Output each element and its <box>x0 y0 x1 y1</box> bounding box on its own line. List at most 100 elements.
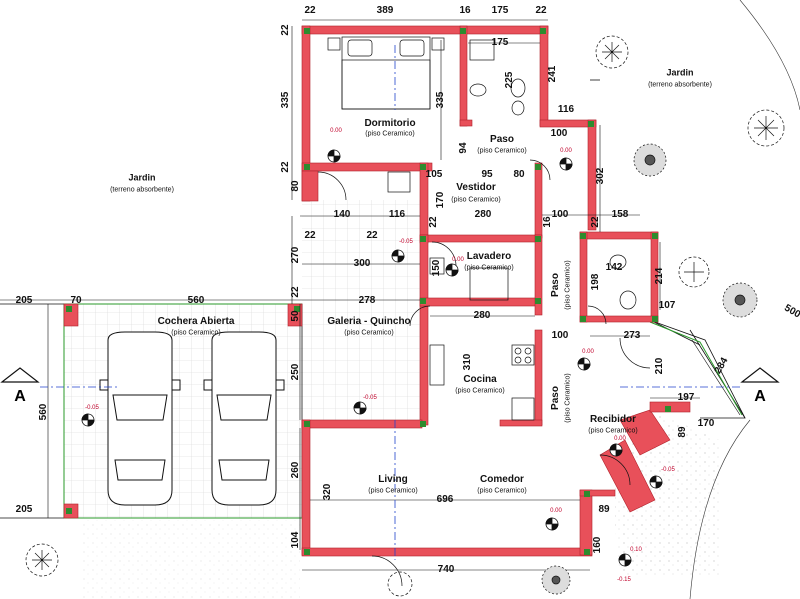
dim-label: 22 <box>290 286 301 298</box>
level-galeria: -0.05 <box>399 239 413 245</box>
level-lavadero: 0.00 <box>452 257 464 263</box>
car-right <box>203 331 285 506</box>
dim-label: 335 <box>280 91 291 109</box>
room-floor-cocina: (piso Ceramico) <box>455 387 505 395</box>
dim-label: 210 <box>654 357 665 375</box>
room-floor-galeria: (piso Ceramico) <box>344 329 394 337</box>
dim-label: 80 <box>513 169 525 180</box>
room-name-paso-low: Paso <box>550 386 561 410</box>
dim-label: 310 <box>462 353 473 371</box>
dim-label: 116 <box>557 104 575 115</box>
dim-label: 740 <box>437 564 455 575</box>
dim-label: 270 <box>290 246 301 264</box>
dim-label: 560 <box>38 403 49 421</box>
dim-label: 280 <box>474 209 492 220</box>
garden-left-sub: (terreno absorbente) <box>110 186 174 194</box>
dim-label: 22 <box>535 5 547 16</box>
dim-label: 273 <box>623 330 641 341</box>
room-name-recibidor: Recibidor <box>589 414 637 425</box>
dim-label: 250 <box>290 363 301 381</box>
level-galeria2: -0.05 <box>363 395 377 401</box>
dim-label: 142 <box>605 262 623 273</box>
dim-label: 280 <box>473 310 491 321</box>
room-name-paso-top: Paso <box>490 134 514 145</box>
dim-label: 170 <box>435 191 446 209</box>
dim-label: 170 <box>697 418 715 429</box>
dim-label: 560 <box>187 295 205 306</box>
dim-label: 89 <box>677 426 688 438</box>
dim-label: 160 <box>592 536 603 554</box>
room-name-cochera: Cochera Abierta <box>157 316 235 327</box>
level-cochera: -0.05 <box>85 405 99 411</box>
galeria-floor <box>302 200 420 422</box>
dim-label: 94 <box>458 142 469 154</box>
dim-label: 175 <box>491 5 509 16</box>
dim-label: 320 <box>322 483 333 501</box>
level-recibidor: 0.00 <box>614 436 626 442</box>
dim-label: 205 <box>15 295 33 306</box>
dim-label: 50 <box>290 310 301 322</box>
dim-label: 389 <box>376 5 394 16</box>
dim-label: 22 <box>428 216 439 228</box>
room-name-galeria: Galeria - Quincho <box>327 316 411 327</box>
level-dorm: 0.00 <box>330 128 342 134</box>
driveway-paving <box>80 520 300 599</box>
dim-label: 175 <box>491 37 509 48</box>
level-living: 0.00 <box>550 508 562 514</box>
dim-label: 22 <box>304 230 316 241</box>
room-floor-dormitorio: (piso Ceramico) <box>365 130 415 138</box>
dim-label: 70 <box>70 295 82 306</box>
room-floor-paso-top: (piso Ceramico) <box>477 147 527 155</box>
dim-label: 140 <box>333 209 351 220</box>
dim-label: 116 <box>388 209 406 220</box>
dim-label: 100 <box>551 330 569 341</box>
dim-label: 80 <box>290 180 301 192</box>
dim-label: 150 <box>431 259 442 277</box>
dim-label: 335 <box>435 91 446 109</box>
room-name-cocina: Cocina <box>463 374 497 385</box>
room-floor-vestidor: (piso Ceramico) <box>451 196 501 204</box>
section-mark-right: A <box>754 388 766 405</box>
level-step1: 0.10 <box>630 547 642 553</box>
room-name-vestidor: Vestidor <box>456 182 496 193</box>
dim-label: 696 <box>436 494 454 505</box>
dim-label: 22 <box>280 24 291 36</box>
dim-label: 22 <box>304 5 316 16</box>
dim-label: 89 <box>598 504 610 515</box>
dim-label: 197 <box>677 392 695 403</box>
level-exterior: -0.05 <box>661 467 675 473</box>
garden-right-name: Jardin <box>666 67 694 78</box>
dim-label: 260 <box>290 461 301 479</box>
room-floor-paso-mid: (piso Ceramico) <box>564 260 572 310</box>
dim-label: 278 <box>358 295 376 306</box>
room-floor-cochera: (piso Ceramico) <box>171 329 221 337</box>
garden-left-name: Jardin <box>128 172 156 183</box>
room-floor-recibidor: (piso Ceramico) <box>588 427 638 435</box>
dim-label: 100 <box>550 128 568 139</box>
car-left <box>99 331 181 506</box>
room-name-lavadero: Lavadero <box>466 251 512 262</box>
dim-label: 198 <box>590 273 601 291</box>
room-floor-paso-low: (piso Ceramico) <box>564 373 572 423</box>
dim-label: 214 <box>654 267 665 285</box>
dim-label: 302 <box>595 167 606 185</box>
dim-label: 104 <box>290 531 301 549</box>
dim-label: 22 <box>590 216 601 228</box>
dim-label: 241 <box>547 65 558 83</box>
dim-label: 22 <box>280 161 291 173</box>
dim-label: 300 <box>353 258 371 269</box>
level-pasillo: 0.00 <box>582 349 594 355</box>
level-step2: -0.15 <box>617 577 631 583</box>
garden-right-sub: (terreno absorbente) <box>648 81 712 89</box>
room-name-living: Living <box>378 474 408 485</box>
room-floor-living: (piso Ceramico) <box>368 487 418 495</box>
section-mark-left: A <box>14 388 26 405</box>
dim-label: 16 <box>459 5 471 16</box>
dim-label: 95 <box>481 169 493 180</box>
room-name-paso-mid: Paso <box>550 273 561 297</box>
dim-label: 158 <box>611 209 629 220</box>
dim-label: 205 <box>15 504 33 515</box>
room-name-dormitorio: Dormitorio <box>364 118 416 129</box>
dim-label: 22 <box>366 230 378 241</box>
dim-label: 105 <box>425 169 443 180</box>
